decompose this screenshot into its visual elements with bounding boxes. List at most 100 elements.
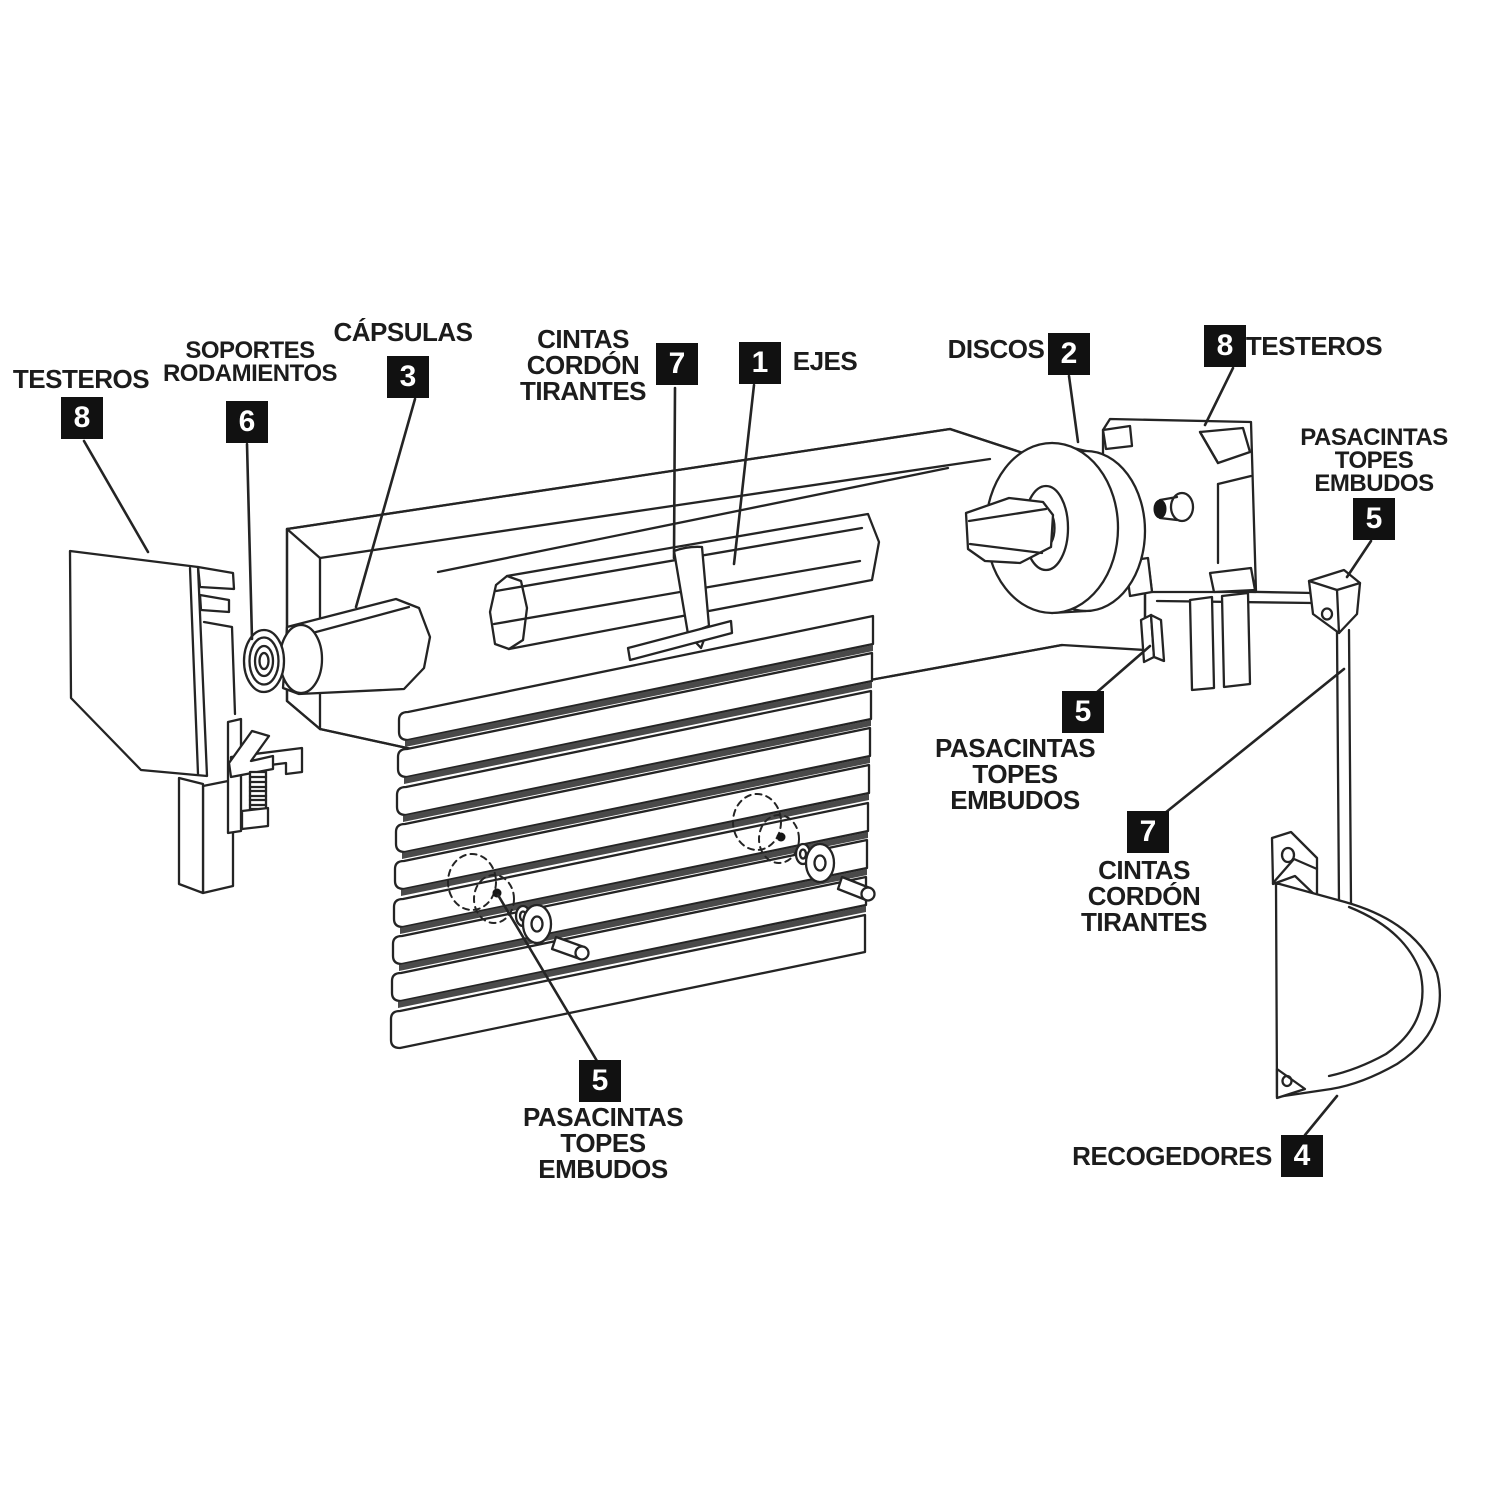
tape-winder-shape — [1281, 1074, 1293, 1088]
leader-lines-shape — [1303, 1094, 1339, 1137]
part-number-badge-8-right: 8 — [1204, 325, 1246, 367]
axle-tube-shape — [505, 574, 529, 651]
mounting-stud — [1169, 491, 1195, 523]
pasacintas-detail-right — [732, 793, 876, 902]
part-number-badge-5-bottom: 5 — [579, 1060, 621, 1102]
part-number-badge-7-right: 7 — [1127, 811, 1169, 853]
shutter-curtain-shape — [391, 838, 869, 966]
part-number-badge-2: 2 — [1048, 333, 1090, 375]
tape-winder-shape — [1327, 905, 1424, 1078]
callout-label-testeros-right: TESTEROS — [1245, 331, 1383, 361]
fastener-dot — [776, 832, 786, 842]
testero-right-shape — [1198, 430, 1220, 465]
callout-label-capsulas: CÁPSULAS — [333, 317, 473, 347]
bearing-support — [226, 717, 304, 835]
shutter-curtain-shape — [395, 689, 873, 817]
callout-label-cintas-top: CINTAS CORDÓN TIRANTES — [520, 324, 647, 406]
leader-lines-shape — [82, 439, 150, 554]
shutter-curtain-shape — [392, 801, 870, 929]
callout-label-pasacintas-right: PASACINTAS TOPES EMBUDOS — [1300, 424, 1448, 497]
testero-left-shape — [196, 565, 236, 591]
leader-lines-shape — [1345, 539, 1373, 579]
shutter-curtain-shape — [401, 794, 869, 896]
testero-right-shape — [1216, 474, 1253, 486]
testero-left-shape — [202, 620, 237, 716]
part-number-badge-6: 6 — [226, 401, 268, 443]
tape-strap-shape — [1347, 628, 1353, 906]
shutter-curtain-shape — [394, 726, 872, 854]
callout-label-cintas-right: CINTAS CORDÓN TIRANTES — [1081, 855, 1208, 937]
pasacintas-detail-right-shape — [860, 886, 876, 902]
leader-lines-shape — [1163, 667, 1346, 815]
tape-guide-piece — [1139, 613, 1166, 664]
testero-right-shape — [1153, 499, 1167, 519]
curtain-top-bar-shape — [626, 619, 734, 662]
funnel-bracket-shape — [1335, 588, 1341, 635]
capsule-left-shape — [278, 623, 324, 695]
capsule-left — [242, 597, 432, 696]
testero-left-shape — [188, 566, 200, 776]
axle-stub-shape — [968, 542, 1044, 555]
leader-lines-shape — [732, 383, 756, 566]
tape-winder-shape — [1280, 846, 1296, 864]
callout-label-pasacintas-middle: PASACINTAS TOPES EMBUDOS — [935, 733, 1096, 815]
testero-right-shape — [1158, 495, 1179, 502]
part-number-badge-4: 4 — [1281, 1135, 1323, 1177]
bearing-support-shape — [227, 729, 275, 779]
testero-left — [68, 549, 237, 895]
washer — [804, 842, 836, 884]
winder-housing — [1274, 881, 1441, 1099]
shutter-box-shape — [285, 427, 952, 531]
pasacintas-detail-left — [447, 853, 590, 961]
shutter-curtain-shape — [398, 906, 866, 1008]
threaded-rod — [248, 770, 268, 815]
testero-right-shape — [1208, 566, 1257, 594]
leader-lines — [82, 366, 1373, 1137]
funnel-bracket-shape — [1320, 607, 1334, 621]
part-number-badge-5-right: 5 — [1353, 498, 1395, 540]
axle-tube-shape — [492, 559, 862, 626]
pasacintas-detail-left-shape — [447, 853, 497, 911]
shutter-curtain-shape — [403, 720, 871, 822]
shutter-curtain-shape — [405, 645, 873, 747]
callout-label-ejes: EJES — [792, 346, 858, 376]
pasacintas-detail-left-shape — [473, 874, 515, 924]
washer — [521, 903, 553, 945]
tape-winder — [1270, 830, 1441, 1100]
shutter-box-shape — [285, 699, 322, 731]
shutter-box-shape — [285, 527, 322, 560]
pasacintas-detail-right-shape — [732, 793, 782, 851]
axle-strap-shape — [672, 545, 711, 636]
tape-strap — [1335, 628, 1353, 907]
leader-lines-shape — [672, 386, 677, 560]
part-number-badge-3: 3 — [387, 356, 429, 398]
shutter-curtain-shape — [390, 875, 868, 1003]
pasacintas-detail-left-shape — [530, 915, 544, 933]
axle-stub — [964, 496, 1055, 565]
callout-label-testeros-left: TESTEROS — [12, 364, 150, 394]
leader-lines-shape — [1203, 366, 1235, 427]
tape-strap-shape — [1335, 630, 1341, 907]
shutter-curtain-shape — [389, 913, 867, 1050]
pasacintas-detail-right-shape — [758, 814, 800, 864]
part-number-badge-1: 1 — [739, 342, 781, 384]
shutter-box-shape — [318, 457, 992, 560]
testero-left-shape — [198, 593, 231, 614]
leader-lines-shape — [245, 442, 254, 641]
shutter-curtain-shape — [397, 614, 875, 742]
funnel-bracket — [1307, 568, 1362, 635]
callout-label-pasacintas-bottom: PASACINTAS TOPES EMBUDOS — [523, 1102, 684, 1184]
testero-left-shape — [68, 549, 209, 778]
pasacintas-detail-left-shape — [574, 945, 590, 961]
shutter-curtain — [389, 614, 875, 1050]
callout-label-soportes-rodamientos: SOPORTES RODAMIENTOS — [162, 337, 338, 387]
pasacintas-detail-right-shape — [798, 848, 808, 860]
shutter-curtain-shape — [402, 757, 870, 859]
tape-guide-piece-shape — [1149, 613, 1166, 663]
shutter-curtain-shape — [399, 869, 867, 971]
part-number-badge-7-top: 7 — [656, 343, 698, 385]
shutter-curtain-shape — [396, 651, 874, 779]
bearing-support-shape — [240, 806, 270, 831]
